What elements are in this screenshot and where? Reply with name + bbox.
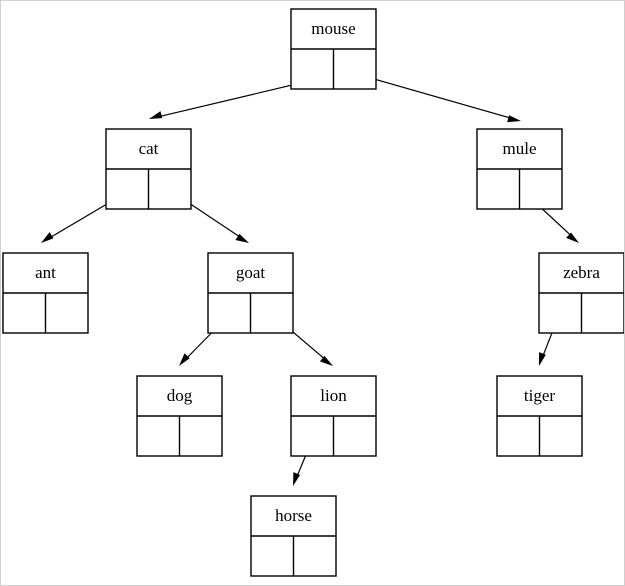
node-label: ant (35, 263, 56, 282)
edge-arrowhead (539, 352, 546, 366)
node-right-pointer-cell[interactable] (180, 416, 223, 456)
tree-node-goat[interactable]: goat (207, 252, 294, 334)
edge-arrowhead (41, 232, 54, 243)
node-label: zebra (563, 263, 600, 282)
tree-node-dog[interactable]: dog (136, 375, 223, 457)
edge-arrowhead (293, 472, 301, 486)
node-left-pointer-cell[interactable] (106, 169, 149, 209)
node-left-pointer-cell[interactable] (137, 416, 180, 456)
node-left-pointer-cell[interactable] (291, 416, 334, 456)
node-label: mule (503, 139, 537, 158)
tree-node-zebra[interactable]: zebra (538, 252, 625, 334)
edge-mouse-to-mule (352, 72, 521, 123)
node-right-pointer-cell[interactable] (251, 293, 294, 333)
tree-node-cat[interactable]: cat (105, 128, 192, 210)
node-right-pointer-cell[interactable] (520, 169, 563, 209)
edge-line (158, 80, 310, 118)
edge-line (352, 72, 512, 119)
node-left-pointer-cell[interactable] (497, 416, 540, 456)
node-label: dog (167, 386, 193, 405)
node-left-pointer-cell[interactable] (251, 536, 294, 576)
node-right-pointer-cell[interactable] (46, 293, 89, 333)
tree-node-tiger[interactable]: tiger (496, 375, 583, 457)
node-left-pointer-cell[interactable] (3, 293, 46, 333)
nodes-layer: mouse cat mule ant goat zebra dog lion tiger hors… (2, 8, 625, 577)
node-label: lion (320, 386, 347, 405)
edge-mouse-to-cat (149, 80, 310, 119)
tree-node-horse[interactable]: horse (250, 495, 337, 577)
node-left-pointer-cell[interactable] (291, 49, 334, 89)
node-left-pointer-cell[interactable] (539, 293, 582, 333)
node-right-pointer-cell[interactable] (294, 536, 337, 576)
node-right-pointer-cell[interactable] (540, 416, 583, 456)
edge-arrowhead (319, 355, 333, 366)
node-label: cat (139, 139, 159, 158)
node-right-pointer-cell[interactable] (334, 416, 377, 456)
node-label: tiger (524, 386, 555, 405)
tree-node-lion[interactable]: lion (290, 375, 377, 457)
node-right-pointer-cell[interactable] (582, 293, 625, 333)
tree-node-mouse[interactable]: mouse (290, 8, 377, 90)
edge-arrowhead (507, 115, 521, 123)
node-right-pointer-cell[interactable] (334, 49, 377, 89)
node-label: horse (275, 506, 312, 525)
edge-arrowhead (566, 232, 579, 243)
node-label: goat (236, 263, 266, 282)
tree-node-ant[interactable]: ant (2, 252, 89, 334)
edge-arrowhead (149, 111, 163, 119)
node-left-pointer-cell[interactable] (477, 169, 520, 209)
node-left-pointer-cell[interactable] (208, 293, 251, 333)
edge-arrowhead (179, 353, 190, 366)
tree-node-mule[interactable]: mule (476, 128, 563, 210)
node-right-pointer-cell[interactable] (149, 169, 192, 209)
node-label: mouse (311, 19, 355, 38)
edge-arrowhead (235, 233, 249, 243)
